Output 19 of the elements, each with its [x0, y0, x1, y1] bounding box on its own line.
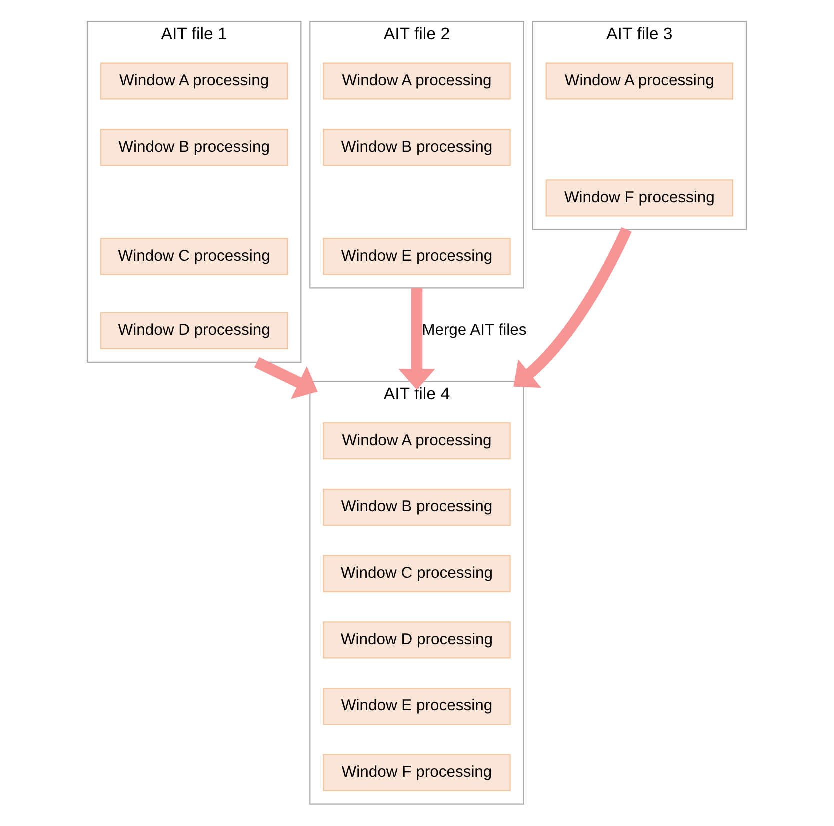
node-box: Window F processing [323, 754, 511, 792]
node-box: Window E processing [323, 238, 511, 276]
arrow [254, 357, 318, 400]
node-box: Window B processing [323, 488, 511, 526]
node-box: Window A processing [323, 62, 511, 100]
node-box: Window D processing [323, 622, 511, 659]
node-box: Window B processing [323, 129, 511, 166]
node-box: Window B processing [100, 129, 288, 166]
arrow [398, 288, 436, 390]
node-box: Window A processing [100, 62, 288, 100]
node-box: Window A processing [546, 62, 734, 100]
node-box: Window D processing [100, 312, 288, 350]
node-box: Window C processing [323, 555, 511, 592]
edge-label: Merge AIT files [422, 322, 527, 340]
node-box: Window E processing [323, 688, 511, 726]
node-box: Window A processing [323, 422, 511, 460]
node-box: Window C processing [100, 238, 288, 276]
node-box: Window F processing [546, 180, 734, 217]
arrow [514, 227, 632, 388]
